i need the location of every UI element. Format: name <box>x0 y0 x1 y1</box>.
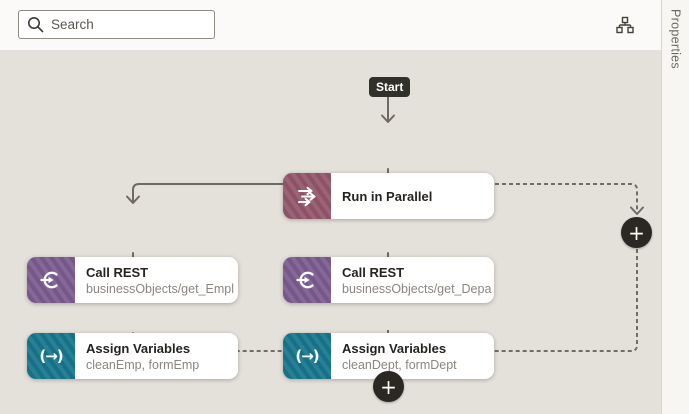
search-icon <box>28 17 44 33</box>
search-box[interactable] <box>18 10 215 39</box>
node-subtitle: businessObjects/get_Depa <box>342 281 492 296</box>
assign-variables-icon: (→) <box>283 333 331 379</box>
node-run-in-parallel[interactable]: Run in Parallel <box>283 173 494 219</box>
add-action-button[interactable]: + <box>373 371 404 402</box>
node-title: Call REST <box>86 264 149 280</box>
rest-call-icon <box>283 257 331 303</box>
node-title: Call REST <box>342 264 405 280</box>
diagram-hierarchy-icon[interactable] <box>610 10 640 40</box>
node-call-rest-1[interactable]: Call REST businessObjects/get_Empl <box>27 257 238 303</box>
properties-tab-label: Properties <box>668 9 683 69</box>
parallel-arrows-icon <box>283 173 331 219</box>
node-subtitle: businessObjects/get_Empl <box>86 281 234 296</box>
node-call-rest-2[interactable]: Call REST businessObjects/get_Depa <box>283 257 494 303</box>
start-badge: Start <box>369 77 411 97</box>
search-input[interactable] <box>51 17 206 32</box>
assign-variables-icon: (→) <box>27 333 75 379</box>
node-title: Run in Parallel <box>342 188 433 204</box>
properties-panel-tab[interactable]: Properties <box>661 0 689 414</box>
node-title: Assign Variables <box>342 340 447 356</box>
node-subtitle: cleanEmp, formEmp <box>86 357 200 372</box>
toolbar <box>0 0 661 50</box>
flow-canvas[interactable]: Start Run in Parallel <box>0 50 661 414</box>
node-title: Assign Variables <box>86 340 191 356</box>
node-assign-variables-1[interactable]: (→) Assign Variables cleanEmp, formEmp <box>27 333 238 379</box>
node-subtitle: cleanDept, formDept <box>342 357 457 372</box>
add-branch-button[interactable]: + <box>621 217 652 248</box>
rest-call-icon <box>27 257 75 303</box>
